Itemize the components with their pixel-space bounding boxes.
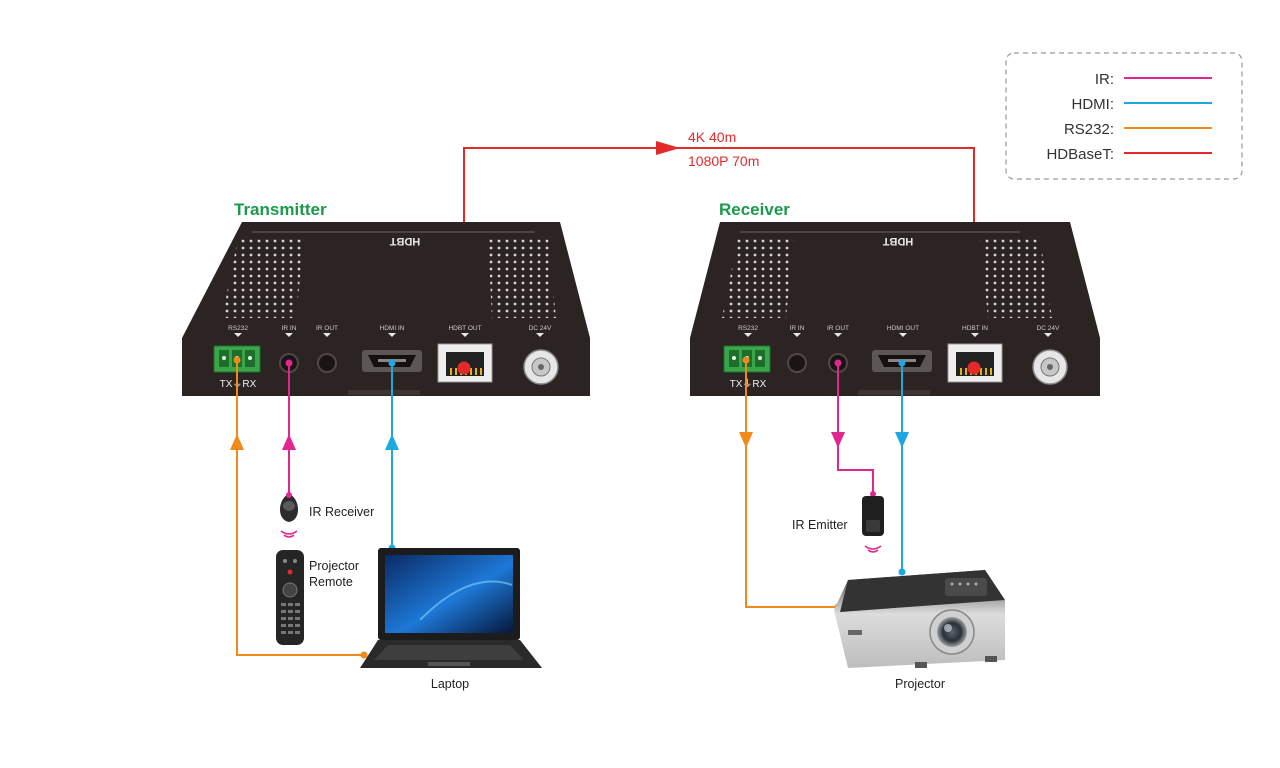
rx-hdbt-connector-dot (967, 361, 981, 375)
receiver-title: Receiver (719, 200, 790, 219)
transmitter-vent-right (488, 238, 556, 318)
legend-label-rs232: RS232: (1064, 121, 1114, 138)
remote-label-line2: Remote (309, 575, 353, 589)
tx-hdmi-arrow (385, 434, 399, 450)
rx-port-label-rs232: RS232 (738, 325, 758, 332)
tx-port-label-rs232: RS232 (228, 325, 248, 332)
tx-ir-arrow (282, 434, 296, 450)
receiver-vent-left (722, 238, 794, 318)
projector-remote: Projector Remote (276, 550, 359, 645)
transmitter-vent-left (222, 238, 304, 318)
hdbaset-arrow (656, 141, 680, 155)
rx-ir-arrow (831, 432, 845, 448)
receiver-vent-right (980, 238, 1052, 318)
legend-label-hdmi: HDMI: (1072, 96, 1115, 113)
rx-rs232-arrow (739, 432, 753, 448)
ir-receiver-label: IR Receiver (309, 505, 374, 519)
rx-port-label-ir-in: IR IN (790, 325, 805, 332)
tx-hdbt-connector-dot (457, 361, 471, 375)
laptop-label: Laptop (431, 677, 469, 691)
tx-terminal-label: TX⏚RX (220, 378, 257, 390)
rx-port-label-ir-out: IR OUT (827, 325, 849, 332)
projector-device: Projector (834, 570, 1005, 691)
rx-rs232-cable (745, 362, 838, 608)
rx-terminal-label: TX⏚RX (730, 378, 767, 390)
tx-port-label-hdbt-out: HDBT OUT (448, 325, 481, 332)
tx-cables (230, 356, 399, 659)
ir-receiver-device: IR Receiver (279, 492, 374, 538)
tx-port-label-hdmi-in: HDMI IN (380, 325, 405, 332)
tx-port-label-ir-in: IR IN (282, 325, 297, 332)
ir-emitter-label: IR Emitter (792, 518, 848, 532)
laptop-device: Laptop (360, 548, 542, 691)
rx-hdmi-arrow (895, 432, 909, 448)
transmitter-hdbt-logo: HDBT (389, 235, 420, 247)
transmitter-title: Transmitter (234, 200, 327, 219)
rx-port-arrows (744, 333, 1052, 337)
tx-rs232-arrow (230, 434, 244, 450)
tx-port-label-dc: DC 24V (529, 325, 552, 332)
receiver-front-notch (858, 390, 930, 395)
legend-label-hdbaset: HDBaseT: (1046, 146, 1114, 163)
receiver-hdbt-logo: HDBT (882, 235, 913, 247)
receiver-device: Receiver HDBT RS232 IR IN IR OUT HDMI OU… (690, 200, 1100, 396)
ir-emitter-device: IR Emitter (792, 496, 884, 553)
rx-port-label-dc: DC 24V (1037, 325, 1060, 332)
link-distance-1080p: 1080P 70m (688, 153, 759, 169)
tx-rs232-cable (236, 362, 364, 656)
tx-ir-out-jack[interactable] (317, 353, 337, 373)
tx-port-label-ir-out: IR OUT (316, 325, 338, 332)
transmitter-front-notch (348, 390, 420, 395)
legend-box (1005, 52, 1243, 180)
legend: IR: HDMI: RS232: HDBaseT: (1005, 52, 1243, 180)
rx-port-label-hdbt-in: HDBT IN (962, 325, 988, 332)
link-distance-4k: 4K 40m (688, 129, 736, 145)
tx-port-arrows (234, 333, 544, 337)
remote-label-line1: Projector (309, 559, 359, 573)
rx-ir-cable (837, 363, 874, 496)
rx-cables (739, 356, 909, 611)
transmitter-device: Transmitter HDBT RS232 IR IN IR OUT HDMI… (182, 200, 590, 396)
rx-port-label-hdmi-out: HDMI OUT (887, 325, 919, 332)
rx-ir-in-jack[interactable] (787, 353, 807, 373)
projector-label: Projector (895, 677, 945, 691)
legend-label-ir: IR: (1095, 71, 1114, 88)
